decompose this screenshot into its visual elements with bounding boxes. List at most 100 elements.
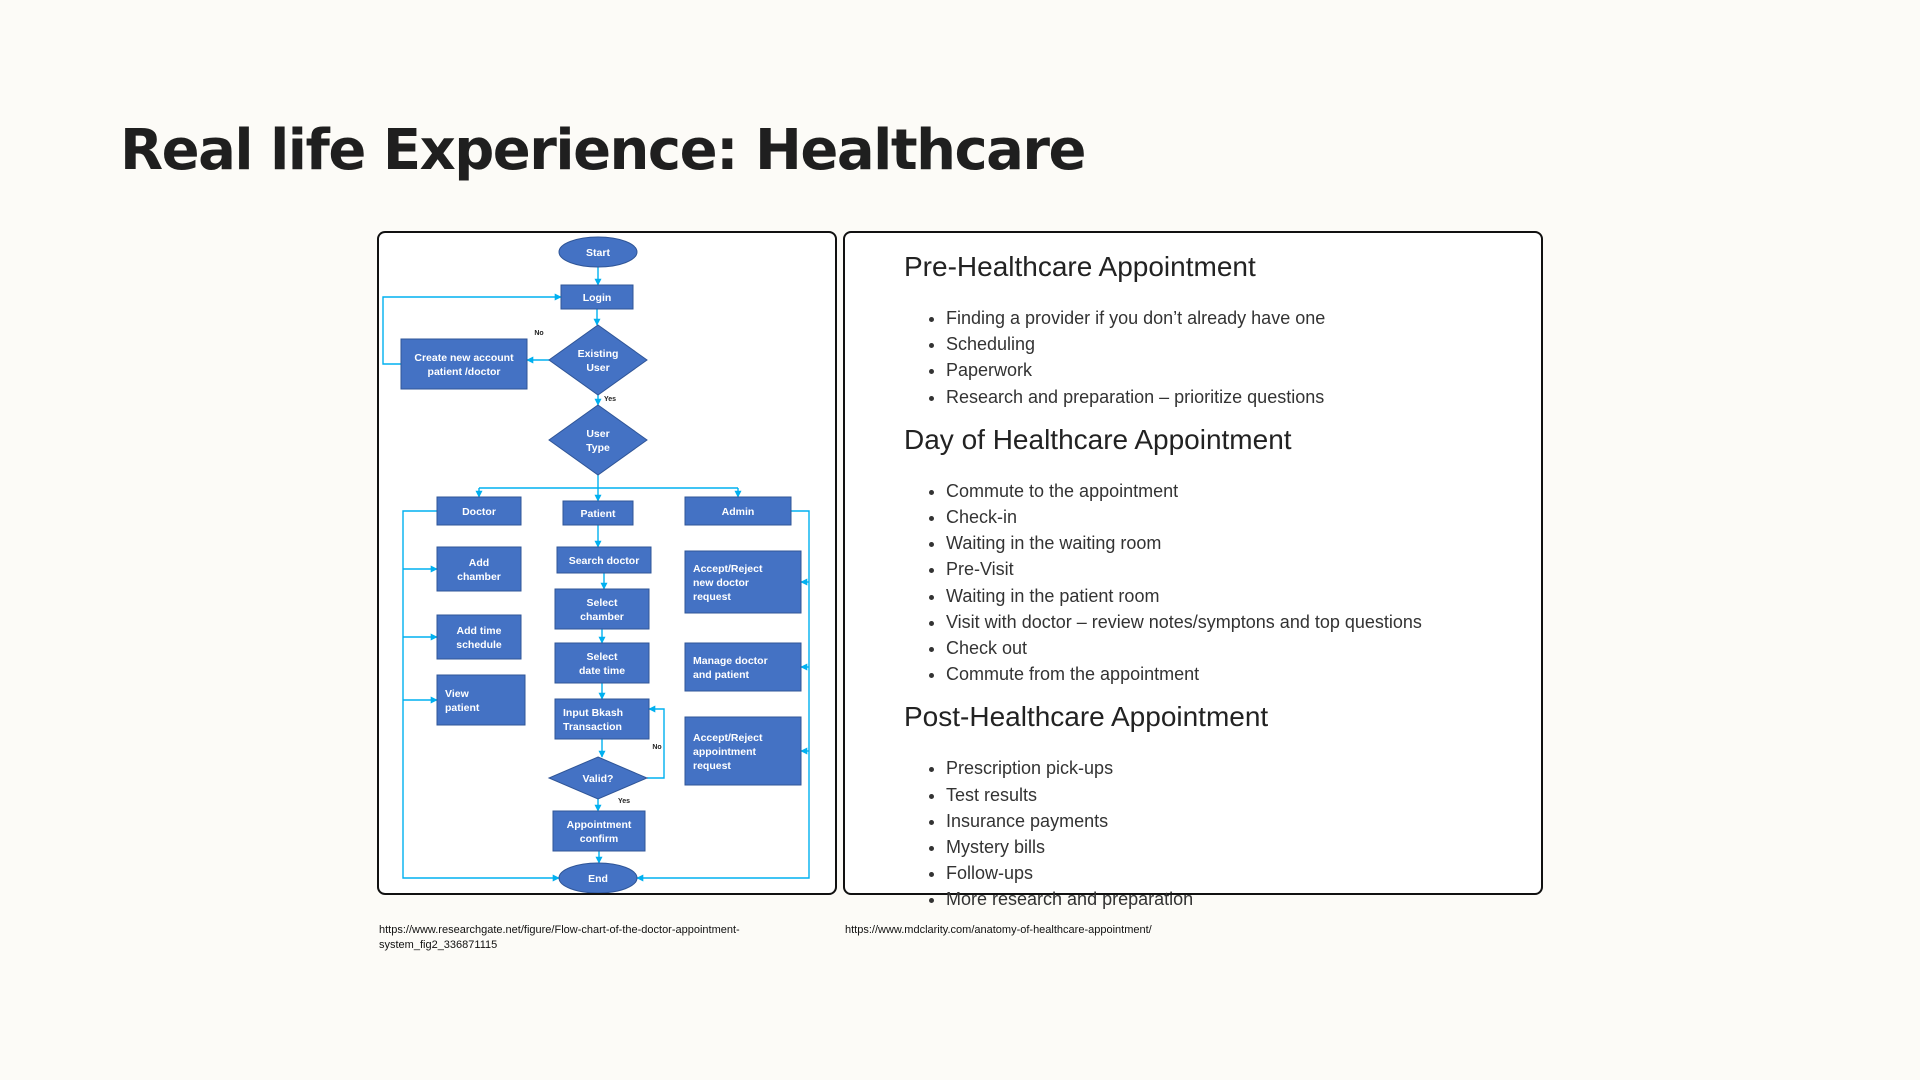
list-item: Test results — [946, 782, 1541, 808]
flow-node-appointment-confirm-label: confirm — [580, 833, 619, 845]
list-item: Mystery bills — [946, 834, 1541, 860]
flow-edge-label-existing-no: No — [534, 330, 543, 337]
list-item: Visit with doctor – review notes/sympton… — [946, 609, 1541, 635]
flow-node-login: Login — [560, 284, 634, 310]
flow-node-accept-reject-doctor: Accept/Reject new doctor request — [684, 550, 802, 614]
flow-node-doctor-label: Doctor — [462, 506, 496, 518]
flow-node-create-account-label: Create new account — [414, 352, 514, 364]
flow-node-accept-reject-appointment-label: appointment — [693, 746, 756, 758]
flow-node-add-time-schedule: Add time schedule — [436, 614, 522, 660]
list-item: Check out — [946, 635, 1541, 661]
flow-node-manage-doctor-patient-shape — [684, 642, 802, 692]
stage-list-day-of: Commute to the appointment Check-in Wait… — [904, 478, 1541, 688]
flow-node-accept-reject-appointment-shape — [684, 716, 802, 786]
list-item: More research and preparation — [946, 886, 1541, 912]
flow-node-add-chamber-shape — [436, 546, 522, 592]
flow-node-patient-label: Patient — [580, 508, 616, 520]
flow-node-search-doctor-shape — [556, 546, 652, 574]
flow-node-manage-doctor-patient: Manage doctor and patient — [684, 642, 802, 692]
flow-node-add-time-schedule-shape — [436, 614, 522, 660]
flow-node-select-date-time-label: date time — [579, 665, 625, 677]
flow-node-end-label: End — [588, 873, 608, 885]
flow-node-search-doctor: Search doctor — [556, 546, 652, 574]
flow-node-select-date-time: Select date time — [554, 642, 650, 684]
flow-node-input-bkash-label: Input Bkash — [563, 707, 623, 719]
flow-node-add-time-schedule-label: Add time — [457, 625, 502, 637]
flow-node-view-patient-label: patient — [445, 702, 480, 714]
flow-node-add-chamber-label: Add — [469, 557, 489, 569]
source-link-anatomy[interactable]: https://www.mdclarity.com/anatomy-of-hea… — [845, 924, 1152, 936]
flow-edge-label-valid-no: No — [652, 744, 661, 751]
list-item: Pre-Visit — [946, 556, 1541, 582]
flow-node-admin-label: Admin — [722, 506, 755, 518]
stage-list-pre: Finding a provider if you don’t already … — [904, 305, 1541, 410]
flow-node-user-type-shape — [548, 404, 648, 476]
flow-edge-label-valid-yes: Yes — [618, 798, 630, 805]
flow-node-manage-doctor-patient-label: Manage doctor — [693, 655, 768, 667]
flow-node-accept-reject-doctor-shape — [684, 550, 802, 614]
list-item: Waiting in the patient room — [946, 583, 1541, 609]
flow-node-select-chamber-label: Select — [587, 597, 618, 609]
flow-node-select-date-time-label: Select — [587, 651, 618, 663]
flow-edge — [382, 293, 562, 365]
flow-node-accept-reject-appointment-label: Accept/Reject — [693, 732, 763, 744]
flow-node-appointment-confirm-shape — [552, 810, 646, 852]
flow-node-existing-user-label: Existing — [578, 348, 619, 360]
flow-edge-label-existing-yes: Yes — [604, 396, 616, 403]
flow-edge — [636, 510, 810, 882]
flow-node-login-label: Login — [583, 292, 612, 304]
stage-heading-day-of: Day of Healthcare Appointment — [904, 423, 1292, 455]
list-item: Waiting in the waiting room — [946, 530, 1541, 556]
list-item: Paperwork — [946, 357, 1541, 383]
stage-heading-post: Post-Healthcare Appointment — [904, 701, 1269, 733]
flow-node-accept-reject-doctor-label: request — [693, 591, 731, 603]
flow-node-end: End — [558, 862, 638, 893]
flow-node-doctor: Doctor — [436, 496, 522, 526]
source-link-flowchart[interactable]: https://www.researchgate.net/figure/Flow… — [379, 924, 740, 951]
list-item: Commute to the appointment — [946, 478, 1541, 504]
flow-node-start: Start — [558, 236, 638, 268]
flow-node-view-patient: View patient — [436, 674, 526, 726]
flow-node-search-doctor-label: Search doctor — [569, 555, 640, 567]
flow-node-manage-doctor-patient-label: and patient — [693, 669, 750, 681]
flow-node-appointment-confirm: Appointment confirm — [552, 810, 646, 852]
flow-node-appointment-confirm-label: Appointment — [567, 819, 632, 831]
flow-node-end-shape — [558, 862, 638, 893]
flow-node-user-type-label: User — [586, 428, 609, 440]
flow-node-select-date-time-shape — [554, 642, 650, 684]
flow-node-view-patient-shape — [436, 674, 526, 726]
list-item: Finding a provider if you don’t already … — [946, 305, 1541, 331]
flow-node-valid-shape — [547, 756, 649, 800]
flow-node-patient: Patient — [562, 500, 634, 526]
flow-node-view-patient-label: View — [445, 688, 470, 700]
stage-list-post: Prescription pick-ups Test results Insur… — [904, 755, 1541, 912]
flow-node-valid: Valid? — [547, 756, 649, 800]
flow-node-accept-reject-doctor-label: new doctor — [693, 577, 749, 589]
flow-edge — [402, 510, 560, 882]
list-item: Scheduling — [946, 331, 1541, 357]
list-item: Research and preparation – prioritize qu… — [946, 384, 1541, 410]
list-item: Prescription pick-ups — [946, 755, 1541, 781]
flow-node-create-account-shape — [400, 338, 528, 390]
flow-node-admin-shape — [684, 496, 792, 526]
appointment-stages-panel: Pre-Healthcare Appointment Finding a pro… — [843, 231, 1543, 909]
flow-node-valid-label: Valid? — [583, 773, 614, 785]
flow-node-add-chamber-label: chamber — [457, 571, 501, 583]
flow-node-existing-user-label: User — [586, 362, 609, 374]
flow-node-input-bkash-shape — [554, 698, 650, 740]
flow-node-existing-user-shape — [548, 324, 648, 396]
flow-node-accept-reject-doctor-label: Accept/Reject — [693, 563, 763, 575]
flow-node-input-bkash-label: Transaction — [563, 721, 622, 733]
flow-node-admin: Admin — [684, 496, 792, 526]
list-item: Commute from the appointment — [946, 661, 1541, 687]
flow-node-add-time-schedule-label: schedule — [456, 639, 502, 651]
